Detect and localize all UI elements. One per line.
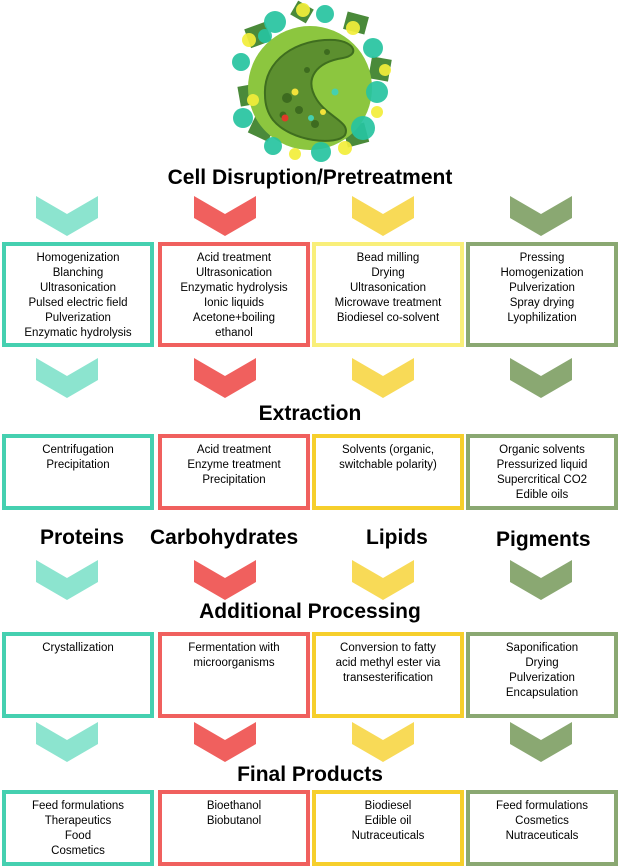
chevron-down-icon — [352, 358, 414, 398]
chevron-down-icon — [36, 722, 98, 762]
method-item: Organic solvents — [499, 444, 585, 456]
method-item: Drying — [525, 657, 559, 669]
method-item: Pulverization — [509, 282, 575, 294]
column-label-proteins: Proteins — [40, 526, 125, 549]
method-item: Precipitation — [202, 474, 266, 486]
chevron-down-icon — [352, 560, 414, 600]
additional-box-lipids: Conversion to fatty acid methyl ester vi… — [312, 632, 464, 718]
method-item: Microwave treatment — [334, 297, 442, 309]
method-item: Supercritical CO2 — [496, 474, 588, 486]
method-item: Crystallization — [42, 642, 114, 654]
method-item: Pulverization — [509, 672, 575, 684]
chevron-down-icon — [36, 560, 98, 600]
chevron-down-icon — [194, 722, 256, 762]
method-item: Fermentation with — [188, 642, 280, 654]
method-item: Acetone+boiling — [192, 312, 276, 324]
additional-box-pigments: Saponification Drying Pulverization Enca… — [466, 632, 618, 718]
stage-title-extraction: Extraction — [258, 402, 362, 425]
method-item: Enzymatic hydrolysis — [24, 327, 132, 339]
method-item: switchable polarity) — [339, 459, 437, 471]
product-item: Biodiesel — [364, 800, 412, 812]
final-box-lipids: Biodiesel Edible oil Nutraceuticals — [312, 790, 464, 866]
method-item: Blanching — [52, 267, 104, 279]
chevron-down-icon — [194, 358, 256, 398]
method-item: Ultrasonication — [39, 282, 117, 294]
product-item: Cosmetics — [51, 845, 105, 857]
product-item: Bioethanol — [206, 800, 262, 812]
chevron-down-icon — [352, 722, 414, 762]
method-item: Homogenization — [500, 267, 584, 279]
stage-title-final-products: Final Products — [237, 763, 383, 786]
disruption-box-carbohydrates: Acid treatment Ultrasonication Enzymatic… — [158, 242, 310, 347]
product-item: Feed formulations — [495, 800, 589, 812]
method-item: Precipitation — [46, 459, 110, 471]
method-item: transesterification — [342, 672, 434, 684]
method-item: Pressurized liquid — [496, 459, 588, 471]
method-item: Pressing — [519, 252, 565, 264]
column-label-lipids: Lipids — [366, 526, 428, 549]
method-item: Biodiesel co-solvent — [336, 312, 440, 324]
additional-box-proteins: Crystallization — [2, 632, 154, 718]
method-item: Pulsed electric field — [28, 297, 128, 309]
product-item: Biobutanol — [206, 815, 262, 827]
chevron-down-icon — [510, 560, 572, 600]
final-box-proteins: Feed formulations Therapeutics Food Cosm… — [2, 790, 154, 866]
method-item: Acid treatment — [196, 444, 272, 456]
final-box-pigments: Feed formulations Cosmetics Nutraceutica… — [466, 790, 618, 866]
microalgae-cell-icon — [232, 0, 392, 162]
method-item: Ultrasonication — [195, 267, 273, 279]
method-item: Bead milling — [356, 252, 420, 264]
product-item: Therapeutics — [44, 815, 112, 827]
method-item: Enzyme treatment — [187, 459, 281, 471]
method-item: Centrifugation — [42, 444, 114, 456]
disruption-box-lipids: Bead milling Drying Ultrasonication Micr… — [312, 242, 464, 347]
method-item: Enzymatic hydrolysis — [180, 282, 288, 294]
disruption-box-pigments: Pressing Homogenization Pulverization Sp… — [466, 242, 618, 347]
extraction-box-lipids: Solvents (organic, switchable polarity) — [312, 434, 464, 510]
chevron-down-icon — [510, 196, 572, 236]
product-item: Nutraceuticals — [505, 830, 579, 842]
method-item: acid methyl ester via — [335, 657, 441, 669]
disruption-box-proteins: Homogenization Blanching Ultrasonication… — [2, 242, 154, 347]
chevron-down-icon — [194, 560, 256, 600]
method-item: Edible oils — [515, 489, 569, 501]
method-item: Pulverization — [45, 312, 111, 324]
column-label-pigments: Pigments — [496, 528, 591, 551]
method-item: Homogenization — [36, 252, 120, 264]
product-item: Edible oil — [364, 815, 412, 827]
method-item: Encapsulation — [505, 687, 579, 699]
product-item: Food — [64, 830, 92, 842]
method-item: Conversion to fatty — [340, 642, 436, 654]
method-item: ethanol — [215, 327, 253, 339]
column-label-carbohydrates: Carbohydrates — [150, 526, 299, 549]
stage-title-additional-processing: Additional Processing — [199, 600, 421, 623]
method-item: Spray drying — [509, 297, 575, 309]
chevron-down-icon — [510, 358, 572, 398]
microalgae-cell-illustration — [225, 0, 395, 165]
stage-title-disruption: Cell Disruption/Pretreatment — [167, 166, 453, 189]
product-item: Cosmetics — [515, 815, 569, 827]
chevron-down-icon — [194, 196, 256, 236]
final-box-carbohydrates: Bioethanol Biobutanol — [158, 790, 310, 866]
chevron-down-icon — [352, 196, 414, 236]
product-item: Feed formulations — [31, 800, 125, 812]
method-item: microorganisms — [193, 657, 275, 669]
chevron-down-icon — [510, 722, 572, 762]
method-item: Ionic liquids — [203, 297, 265, 309]
additional-box-carbohydrates: Fermentation with microorganisms — [158, 632, 310, 718]
extraction-box-proteins: Centrifugation Precipitation — [2, 434, 154, 510]
method-item: Acid treatment — [196, 252, 272, 264]
product-item: Nutraceuticals — [351, 830, 425, 842]
extraction-box-pigments: Organic solvents Pressurized liquid Supe… — [466, 434, 618, 510]
chevron-down-icon — [36, 196, 98, 236]
method-item: Ultrasonication — [349, 282, 427, 294]
extraction-box-carbohydrates: Acid treatment Enzyme treatment Precipit… — [158, 434, 310, 510]
method-item: Solvents (organic, — [341, 444, 435, 456]
method-item: Lyophilization — [507, 312, 577, 324]
method-item: Drying — [371, 267, 405, 279]
method-item: Saponification — [505, 642, 579, 654]
chevron-down-icon — [36, 358, 98, 398]
